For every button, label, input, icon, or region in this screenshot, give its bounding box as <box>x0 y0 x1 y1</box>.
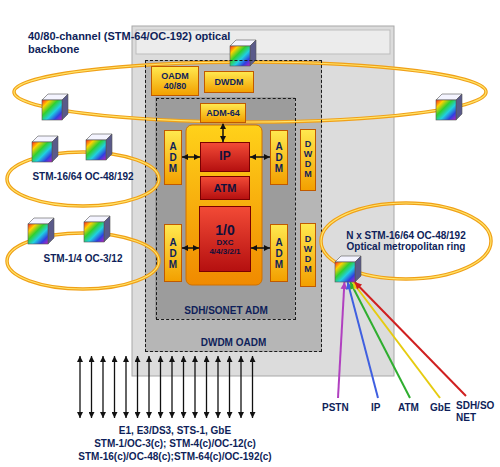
adm-box: ADM <box>270 130 288 185</box>
cube-side <box>52 136 58 162</box>
tributary-arrow <box>171 356 172 418</box>
cube-side <box>106 134 112 160</box>
service-arrow <box>350 282 410 398</box>
adm-group: SDH/SONET ADM ADM-64ADM IP ADM ATM ADM 1/0DXC … <box>156 98 296 320</box>
oadm-group: DWDM OADMOADM 40/80DWDMSDH/SONET ADMADM-… <box>145 60 322 352</box>
node-sublabel: DXC 4/4/3/2/1 <box>201 238 249 256</box>
service-arrow <box>348 282 378 398</box>
node-label: DWDM <box>304 140 313 180</box>
dwdm-box: DWDM <box>300 129 316 191</box>
connector-arrow <box>182 247 199 249</box>
tributary-arrow <box>137 356 138 418</box>
connector-arrow <box>251 247 270 249</box>
tributary-arrow <box>206 356 207 418</box>
node-label: ADM <box>168 237 178 270</box>
tributary-arrow <box>148 356 149 418</box>
tributary-arrow <box>102 356 103 418</box>
cube-side <box>62 94 68 120</box>
service-arrow <box>353 282 440 398</box>
oadm-fill <box>145 60 322 352</box>
node-label: ADM-64 <box>206 108 240 118</box>
atm-box: ATM <box>200 176 250 200</box>
service-arrow <box>338 282 344 398</box>
sdh-ring: STM-16/64 OC-48/192 <box>4 145 162 209</box>
fiber-ring-highlight <box>7 152 159 206</box>
dxc-box: 1/0DXC 4/4/3/2/1 <box>199 206 251 272</box>
adm-box: ADM <box>270 224 288 282</box>
tributary-arrows <box>80 356 253 418</box>
node-label: ADM <box>274 237 284 270</box>
tributary-arrow <box>114 356 115 418</box>
cube-front <box>436 100 456 120</box>
tributary-arrow <box>91 356 92 418</box>
cube-front <box>28 224 48 244</box>
dwdm-box: DWDM <box>204 71 254 93</box>
cube-front <box>230 46 250 66</box>
metro-ring: N x STM-16/64 OC-48/192 Optical metropol… <box>318 200 494 282</box>
node-label: ADM <box>274 141 284 174</box>
fiber-ring <box>7 152 159 206</box>
node-label: STM-1/4 OC-3/12 <box>13 253 153 265</box>
connector-arrow <box>222 123 224 142</box>
cabinet <box>132 26 394 376</box>
node-label: DWDM <box>304 235 313 275</box>
interface-list: STM-1/OC-3(c); STM-4(c)/OC-12(c) <box>40 438 310 450</box>
service-label: ATM <box>398 402 426 414</box>
node-label: DWDM <box>215 77 244 87</box>
cube-front <box>42 100 62 120</box>
interface-list: E1, E3/DS3, STS-1, GbE <box>40 425 310 437</box>
cube-front <box>32 142 52 162</box>
tributary-arrow <box>194 356 195 418</box>
tributary-arrow <box>183 356 184 418</box>
cube-side <box>355 256 361 282</box>
adm64-box: ADM-64 <box>200 103 246 123</box>
service-label: SDH/SONET <box>456 400 496 423</box>
service-arrow <box>355 282 466 396</box>
core-plate <box>186 125 262 285</box>
tributary-arrow <box>229 356 230 418</box>
service-label: GbE <box>430 402 454 414</box>
cube-front <box>86 140 106 160</box>
arrow-head <box>355 282 362 289</box>
node-label: 40/80-channel (STM-64/OC-192) optical ba… <box>28 30 238 55</box>
dwdm-box: DWDM <box>300 223 316 287</box>
node-label: N x STM-16/64 OC-48/192 Optical metropol… <box>328 230 484 253</box>
adm-box: ADM <box>164 224 182 282</box>
tributary-arrow <box>252 356 253 418</box>
node-label: DWDM OADM <box>201 337 267 349</box>
fiber-ring-highlight <box>14 62 486 122</box>
connector-arrow <box>250 156 270 158</box>
sdh-ring: STM-1/4 OC-3/12 <box>4 226 162 292</box>
fiber-ring <box>14 62 486 122</box>
node-label: ADM <box>168 141 178 174</box>
tributary-arrow <box>160 356 161 418</box>
adm-fill <box>155 97 295 319</box>
node-label: 1/0 <box>215 222 234 238</box>
cube-side <box>250 40 256 66</box>
service-label: IP <box>371 402 391 414</box>
tributary-arrow <box>79 356 80 418</box>
ip-box: IP <box>200 142 250 172</box>
node-label: SDH/SONET ADM <box>184 305 268 317</box>
tributary-arrow <box>240 356 241 418</box>
cube-front <box>84 222 104 242</box>
cube-side <box>456 94 462 120</box>
oadm-box: OADM 40/80 <box>151 66 199 96</box>
node-label: IP <box>219 150 230 164</box>
cube-front <box>335 262 355 282</box>
cube-side <box>104 216 110 242</box>
cube-side <box>48 218 54 244</box>
adm-box: ADM <box>164 130 182 185</box>
connector-arrow <box>182 156 200 158</box>
node-label: OADM 40/80 <box>153 71 197 92</box>
node-label: STM-16/64 OC-48/192 <box>13 171 153 183</box>
interface-list: STM-16(c)/OC-48(c);STM-64(c)/OC-192(c) <box>40 451 310 463</box>
tributary-arrow <box>125 356 126 418</box>
service-label: PSTN <box>322 402 356 414</box>
node-label: ATM <box>213 182 236 195</box>
tributary-arrow <box>217 356 218 418</box>
